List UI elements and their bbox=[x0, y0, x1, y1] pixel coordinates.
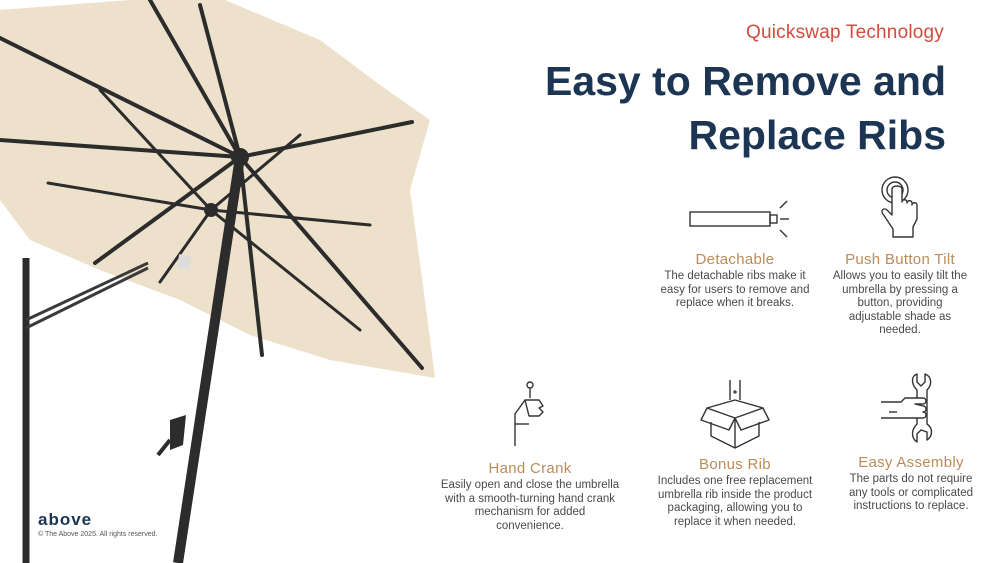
hand-crank-icon bbox=[514, 381, 544, 446]
feature-detachable: Detachable The detachable ribs make it e… bbox=[660, 195, 810, 311]
detachable-rib-icon bbox=[689, 200, 789, 238]
umbrella-ribs bbox=[0, 0, 424, 370]
page-title-line2: Replace Ribs bbox=[688, 112, 947, 158]
umbrella-pole bbox=[173, 156, 245, 563]
brand-logo: above bbox=[38, 510, 93, 529]
page-title-line1: Easy to Remove and bbox=[544, 58, 946, 104]
umbrella-image bbox=[0, 0, 435, 563]
bonus-rib-description: Includes one free replacement umbrella r… bbox=[657, 475, 813, 528]
detachable-title: Detachable bbox=[695, 251, 775, 268]
page-title: Easy to Remove and Replace Ribs bbox=[426, 54, 946, 162]
box-icon bbox=[700, 380, 770, 449]
bonus-rib-title: Bonus Rib bbox=[699, 456, 771, 473]
copyright-text: © The Above 2025. All rights reserved. bbox=[38, 531, 158, 538]
hand-crank-title: Hand Crank bbox=[488, 460, 572, 477]
wrench-hand-icon bbox=[881, 373, 933, 443]
feature-easy-assembly: Easy Assembly The parts do not require a… bbox=[846, 372, 976, 514]
feature-bonus-rib: Bonus Rib Includes one free replacement … bbox=[650, 378, 820, 529]
detachable-description: The detachable ribs make it easy for use… bbox=[660, 270, 810, 309]
push-button-tilt-title: Push Button Tilt bbox=[845, 251, 955, 268]
umbrella-canopy bbox=[0, 0, 435, 378]
feature-hand-crank: Hand Crank Easily open and close the umb… bbox=[440, 380, 620, 533]
hand-crank-description: Easily open and close the umbrella with … bbox=[440, 479, 620, 532]
brand-block: above © The Above 2025. All rights reser… bbox=[38, 510, 157, 538]
crank-handle bbox=[170, 415, 186, 450]
feature-push-button-tilt: Push Button Tilt Allows you to easily ti… bbox=[832, 175, 968, 338]
push-button-icon bbox=[881, 176, 918, 238]
push-button-tilt-description: Allows you to easily tilt the umbrella b… bbox=[832, 270, 968, 336]
eyebrow-text: Quickswap Technology bbox=[746, 22, 944, 43]
easy-assembly-title: Easy Assembly bbox=[858, 454, 964, 471]
easy-assembly-description: The parts do not require any tools or co… bbox=[848, 473, 973, 512]
